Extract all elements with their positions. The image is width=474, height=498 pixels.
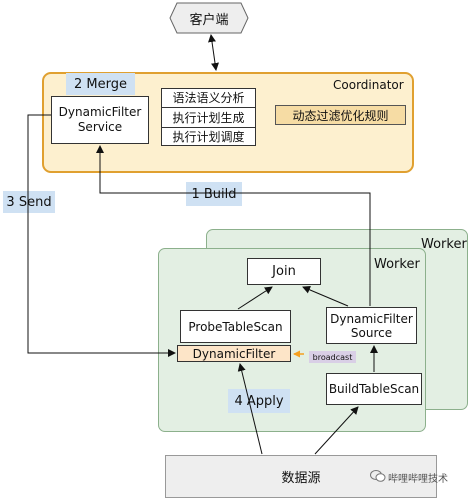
plan-step-analysis: 语法语义分析	[161, 88, 256, 108]
plan-step-scheduling: 执行计划调度	[172, 130, 245, 144]
dynamic-filter-rule: 动态过滤优化规则	[275, 105, 406, 125]
coordinator-title: Coordinator	[333, 78, 404, 92]
worker-back-title: Worker	[421, 237, 467, 252]
wechat-icon	[370, 470, 386, 482]
dynamic-filter-service: DynamicFilter Service	[51, 96, 149, 144]
build-label: 1 Build	[186, 182, 242, 206]
merge-label: 2 Merge	[66, 73, 135, 95]
probe-table-scan: ProbeTableScan	[180, 310, 291, 343]
dynamic-filter-source: DynamicFilter Source	[326, 307, 417, 344]
dynamic-filter-node: DynamicFilter	[177, 345, 291, 362]
plan-step-generation: 执行计划生成	[161, 108, 256, 128]
client-coordinator-arrow	[208, 34, 219, 71]
broadcast-label: broadcast	[309, 351, 356, 363]
send-label: 3 Send	[3, 191, 55, 213]
datasource: 数据源	[165, 455, 437, 498]
worker-front-title: Worker	[374, 257, 420, 272]
client-label: 客户端	[189, 13, 229, 28]
build-table-scan: BuildTableScan	[326, 373, 422, 405]
join-node: Join	[247, 258, 321, 285]
apply-label: 4 Apply	[228, 389, 290, 413]
watermark: 哔哩哔哩技术	[388, 474, 448, 485]
